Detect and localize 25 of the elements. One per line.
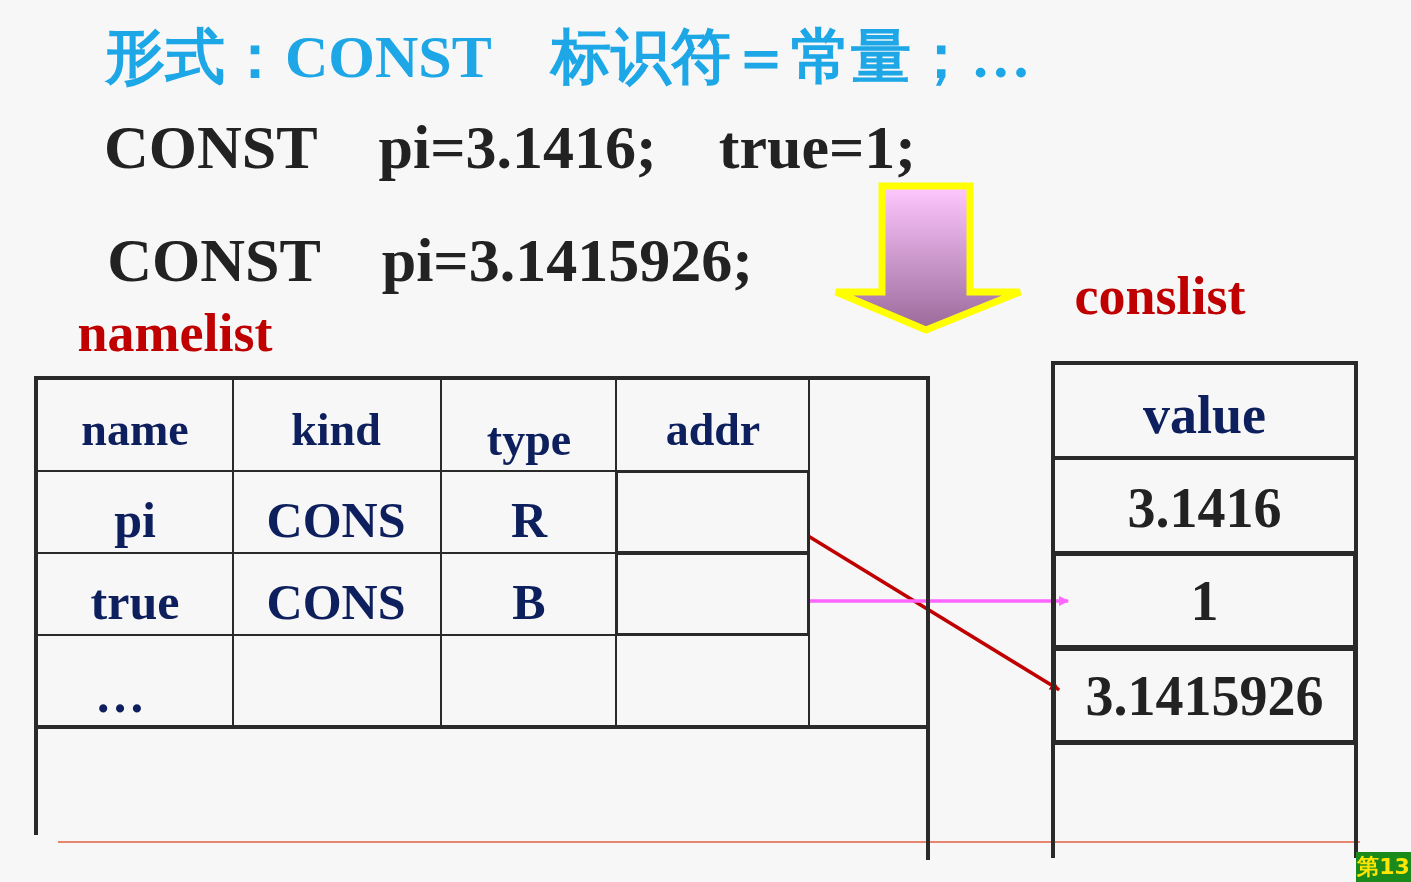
table-cell-text: R: [509, 491, 549, 550]
column-header: addr: [664, 403, 762, 457]
table-value: 1: [1189, 568, 1220, 634]
table-heading: conslist: [1073, 268, 1247, 324]
column-header: value: [1142, 384, 1267, 447]
table-heading: namelist: [76, 305, 274, 361]
column-header: type: [485, 413, 573, 467]
table-cell-text: B: [511, 573, 547, 632]
table-value: 3.1415926: [1084, 663, 1325, 729]
table-cell-text: pi: [113, 491, 157, 550]
table-value: 3.1416: [1126, 476, 1283, 541]
table-cell: [616, 553, 809, 635]
column-header: kind: [290, 403, 382, 457]
code-line: CONST pi=3.1416; true=1;: [103, 112, 917, 182]
table-cell-text: CONS: [265, 491, 407, 550]
table-cell-text: true: [89, 573, 181, 632]
title: 形式：CONST 标识符＝常量；…: [105, 23, 1031, 92]
page-number: 第13: [1356, 852, 1411, 882]
table-cell: [616, 471, 809, 553]
arrow: [808, 535, 1060, 692]
table-cell-text: CONS: [265, 573, 407, 632]
arrow: [809, 595, 1070, 606]
table-cell-text: …: [94, 666, 146, 725]
code-line: CONST pi=3.1415926;: [106, 225, 754, 295]
column-header: name: [80, 403, 190, 457]
